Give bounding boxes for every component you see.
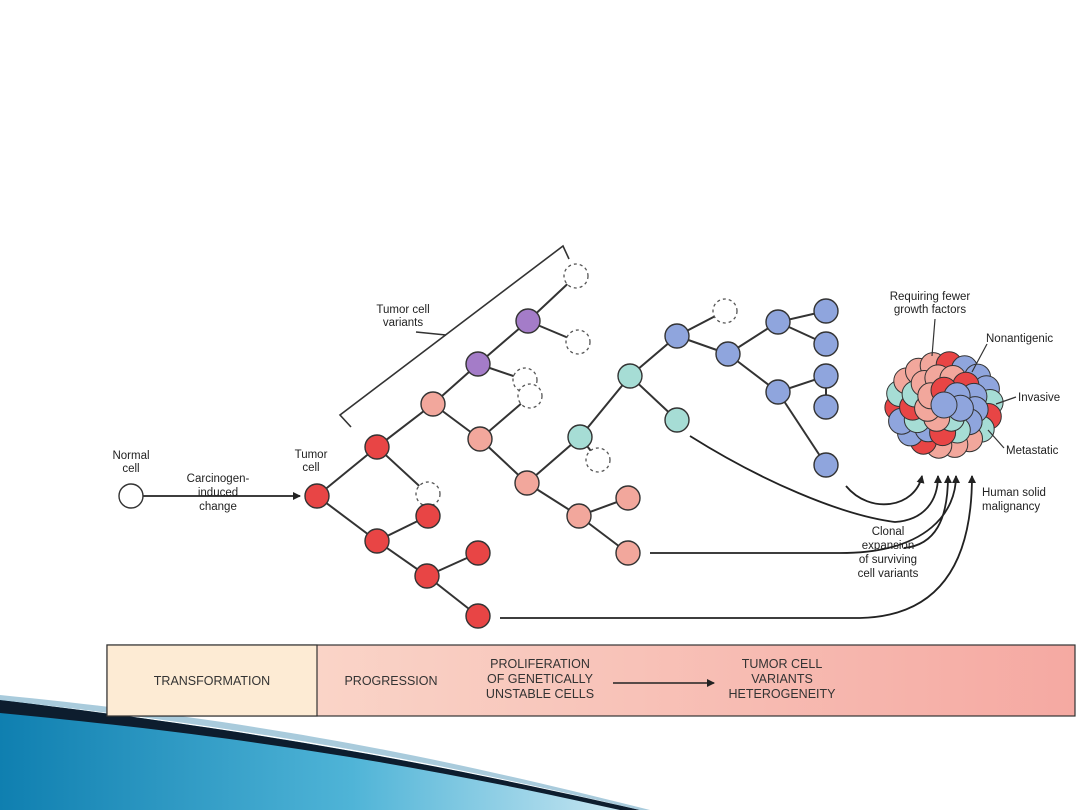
stage-bar: TRANSFORMATION PROGRESSION PROLIFERATION… [106,644,1076,717]
transformation-stage: TRANSFORMATION [154,674,270,688]
blue-cell-node [765,309,791,335]
nonantigenic-label: Nonantigenic [986,333,1053,345]
progression-stage: PROGRESSION [344,674,437,688]
salmon-cell-node [514,470,540,496]
red-cell-node [465,603,491,629]
invasive-label: Invasive [1018,392,1060,404]
blue-cell-node [813,298,839,324]
mass-cell [930,391,958,419]
blue-cell-node [664,323,690,349]
tumor-mass [884,351,1004,459]
blue-cell-node [813,452,839,478]
dead-cell-node [563,263,589,289]
salmon-cell-node [615,540,641,566]
expansion-arrows [131,435,976,619]
purple-cell-node [515,308,541,334]
red-cell-node [364,528,390,554]
purple-cell-node [465,351,491,377]
blue-cell-node [765,379,791,405]
blue-cell-node [813,394,839,420]
variants-bracket [338,244,570,428]
salmon-cell-node [467,426,493,452]
salmon-cell-node [566,503,592,529]
blue-cell-node [813,331,839,357]
red-cell-node [415,503,441,529]
blue-cell-node [715,341,741,367]
metastatic-label: Metastatic [1006,445,1059,457]
teal-cell-node [617,363,643,389]
teal-cell-node [567,424,593,450]
dead-cell-node [517,383,543,409]
dead-cell-node [415,481,441,507]
red-cell-node [414,563,440,589]
salmon-cell-node [615,485,641,511]
red-cell-node [364,434,390,460]
blue-cell-node [813,363,839,389]
salmon-cell-node [420,391,446,417]
normal-cell-node [118,483,144,509]
slide-decoration [0,695,650,810]
red-cell-node [304,483,330,509]
teal-cell-node [664,407,690,433]
cell-nodes [118,263,839,629]
label-leaders [931,318,1017,449]
dead-cell-node [565,329,591,355]
red-cell-node [465,540,491,566]
dead-cell-node [712,298,738,324]
dead-cell-node [585,447,611,473]
